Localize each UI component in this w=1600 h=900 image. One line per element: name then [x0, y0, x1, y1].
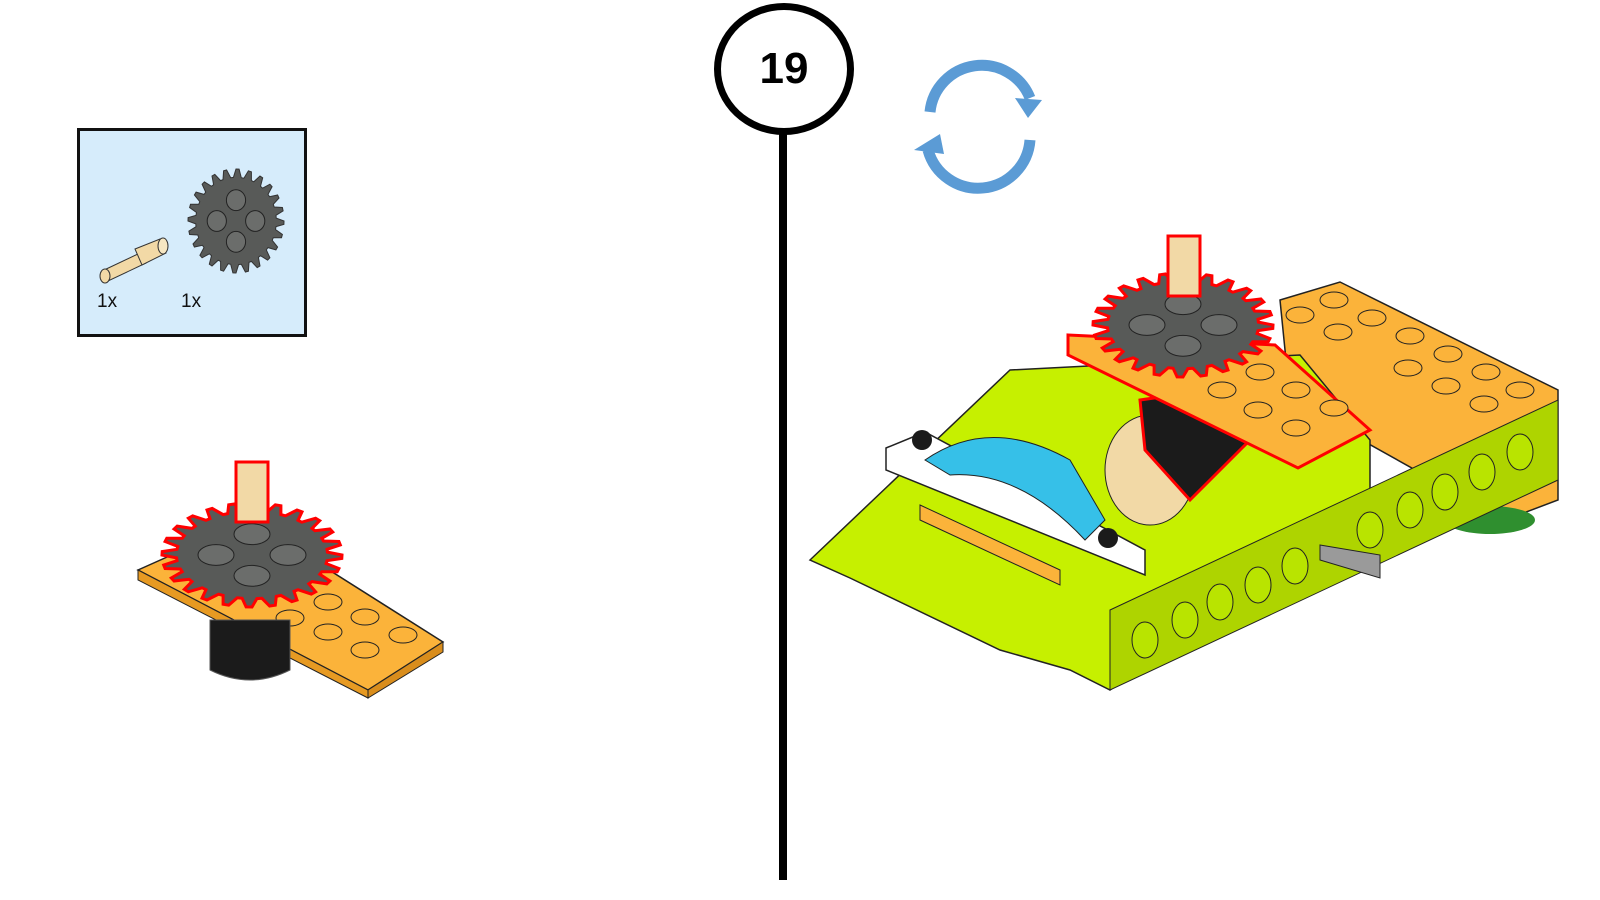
gear-quantity: 1x	[181, 291, 202, 312]
gear-24-icon	[187, 168, 285, 274]
sub-assembly-illustration	[136, 460, 445, 699]
step-number: 19	[714, 3, 854, 135]
rotate-model-icon	[914, 59, 1042, 194]
axle-pin-icon	[99, 237, 169, 284]
gear-24-highlighted-icon	[160, 501, 344, 609]
parts-list-box: 1x 1x	[77, 128, 307, 337]
full-model-illustration	[808, 234, 1559, 691]
axle-pin-quantity: 1x	[97, 291, 118, 312]
parts-illustration	[99, 168, 285, 284]
gear-24-highlighted-icon	[1091, 271, 1275, 379]
step-divider-line	[779, 128, 787, 880]
